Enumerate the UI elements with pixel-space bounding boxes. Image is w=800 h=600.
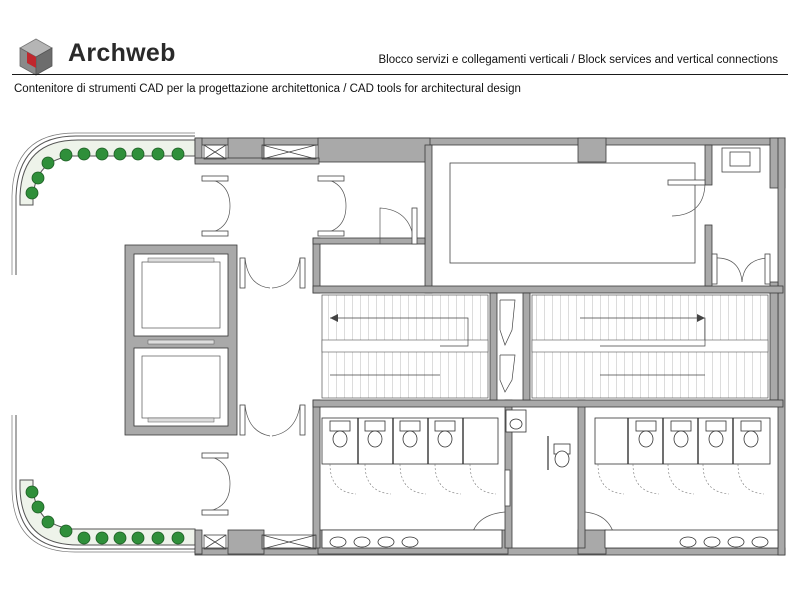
brand-name[interactable]: Archweb xyxy=(68,39,176,67)
restroom-accessible xyxy=(505,409,571,470)
drawing-title: Blocco servizi e collegamenti verticali … xyxy=(378,54,778,66)
planter-top xyxy=(11,132,196,275)
header: Archweb Blocco servizi e collegamenti ve… xyxy=(0,0,800,100)
stair-left xyxy=(321,294,489,399)
restroom-left xyxy=(321,417,503,549)
header-divider xyxy=(12,74,788,75)
archweb-logo-icon xyxy=(19,38,53,76)
inner-lines xyxy=(203,144,761,550)
door-leaves xyxy=(201,175,771,516)
shaft-room xyxy=(499,299,516,393)
planter-bottom xyxy=(11,415,196,553)
floor-plan xyxy=(11,132,786,556)
stair-right xyxy=(531,294,769,399)
restroom-right xyxy=(594,417,779,549)
elevator-shaft xyxy=(124,244,238,436)
site-subtitle: Contenitore di strumenti CAD per la prog… xyxy=(14,83,521,95)
